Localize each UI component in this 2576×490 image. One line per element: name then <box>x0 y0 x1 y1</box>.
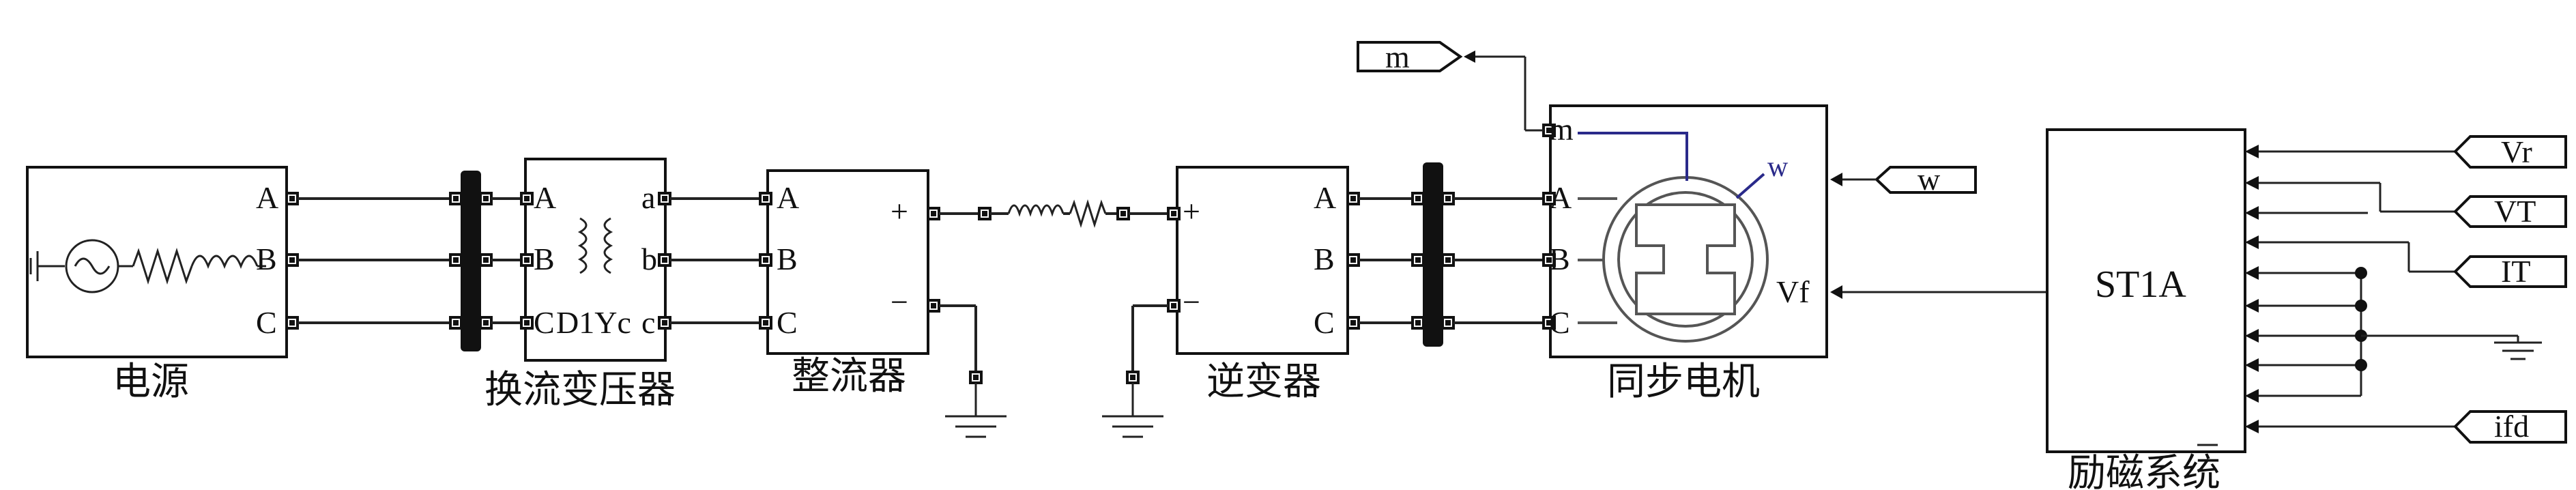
machine-port-c-label: C <box>1549 305 1570 340</box>
rectifier-minus-label: − <box>891 285 908 319</box>
source-caption: 电源 <box>113 361 189 403</box>
inverter-caption: 逆变器 <box>1206 361 1321 403</box>
machine-caption: 同步电机 <box>1607 361 1760 403</box>
exciter-inner-label: ST1A <box>2095 263 2186 306</box>
bus-bar-2[interactable] <box>1411 162 1455 347</box>
transformer-port-c-label: C <box>534 305 555 340</box>
exciter-input-wires <box>2259 150 2542 428</box>
wires-source-to-bus1 <box>298 197 457 324</box>
source-port-b-label: B <box>256 242 277 276</box>
source-port-c-label: C <box>256 305 277 340</box>
wires-transformer-to-rectifier <box>670 197 761 324</box>
transformer-type-label: D1Yc <box>556 305 631 340</box>
machine-vf-label: Vf <box>1776 274 1810 309</box>
vf-signal-line <box>1830 285 2047 299</box>
transformer-port-a2-label: a <box>641 180 655 215</box>
inverter-ground-icon <box>1102 304 1168 438</box>
wires-inverter-to-bus2 <box>1359 197 1414 324</box>
rectifier-plus-label: + <box>891 194 908 229</box>
transformer-port-c2-label: c <box>641 305 655 340</box>
machine-port-b-label: B <box>1549 242 1570 276</box>
it-tag[interactable]: IT <box>2453 254 2567 289</box>
w-tag[interactable]: w <box>1830 162 1977 197</box>
rectifier-block[interactable]: A B C + − 整流器 <box>759 169 940 398</box>
inverter-port-a-label: A <box>1314 180 1336 215</box>
inverter-plus-label: + <box>1183 194 1200 229</box>
wires-bus1-to-transformer <box>491 197 522 324</box>
ifd-tag[interactable]: ifd <box>2453 409 2567 444</box>
transformer-port-a-label: A <box>534 180 556 215</box>
rectifier-caption: 整流器 <box>792 356 906 398</box>
exciter-block[interactable]: ST1A 励磁系统 <box>2046 128 2246 490</box>
source-block[interactable]: A B C 电源 <box>26 166 288 403</box>
machine-w-label: w <box>1767 152 1789 183</box>
rectifier-ground-icon <box>939 304 1007 438</box>
rectifier-port-a-label: A <box>777 180 799 215</box>
machine-block[interactable]: m A B C Vf w 同步电机 <box>1542 104 1828 403</box>
vr-tag[interactable]: Vr <box>2453 134 2567 169</box>
m-tag-label: m <box>1385 40 1410 74</box>
inverter-minus-label: − <box>1183 285 1200 319</box>
source-output-ports[interactable] <box>285 192 299 330</box>
dc-link <box>939 199 1168 229</box>
vt-tag-label: VT <box>2494 194 2536 229</box>
transformer-caption: 换流变压器 <box>484 369 676 412</box>
machine-port-a-label: A <box>1549 180 1572 215</box>
vr-tag-label: Vr <box>2501 134 2532 169</box>
transformer-coil-icon <box>577 217 613 274</box>
transformer-port-b-label: B <box>534 242 555 276</box>
rectifier-port-b-label: B <box>777 242 798 276</box>
vt-tag[interactable]: VT <box>2453 194 2567 229</box>
ac-source-icon <box>29 239 266 293</box>
inverter-port-b-label: B <box>1314 242 1335 276</box>
inverter-block[interactable]: + − A B C 逆变器 <box>1167 166 1360 403</box>
m-tag[interactable]: m <box>1357 40 1544 132</box>
ifd-tag-label: ifd <box>2494 409 2529 444</box>
rectifier-port-c-label: C <box>777 305 798 340</box>
wires-bus2-to-machine <box>1453 197 1544 324</box>
transformer-block[interactable]: A B C a b c D1Yc 换流变压器 <box>484 158 676 412</box>
machine-port-m-label: m <box>1549 112 1574 147</box>
bus-bar-1[interactable] <box>449 171 493 351</box>
source-port-a-label: A <box>256 180 278 215</box>
w-tag-label: w <box>1917 162 1941 197</box>
machine-rotor-icon: w <box>1578 132 1789 343</box>
it-tag-label: IT <box>2501 254 2530 289</box>
exciter-input-ports <box>2245 145 2259 433</box>
exciter-caption: 励磁系统 <box>2068 452 2220 490</box>
inverter-port-c-label: C <box>1314 305 1335 340</box>
transformer-port-b2-label: b <box>641 242 657 276</box>
